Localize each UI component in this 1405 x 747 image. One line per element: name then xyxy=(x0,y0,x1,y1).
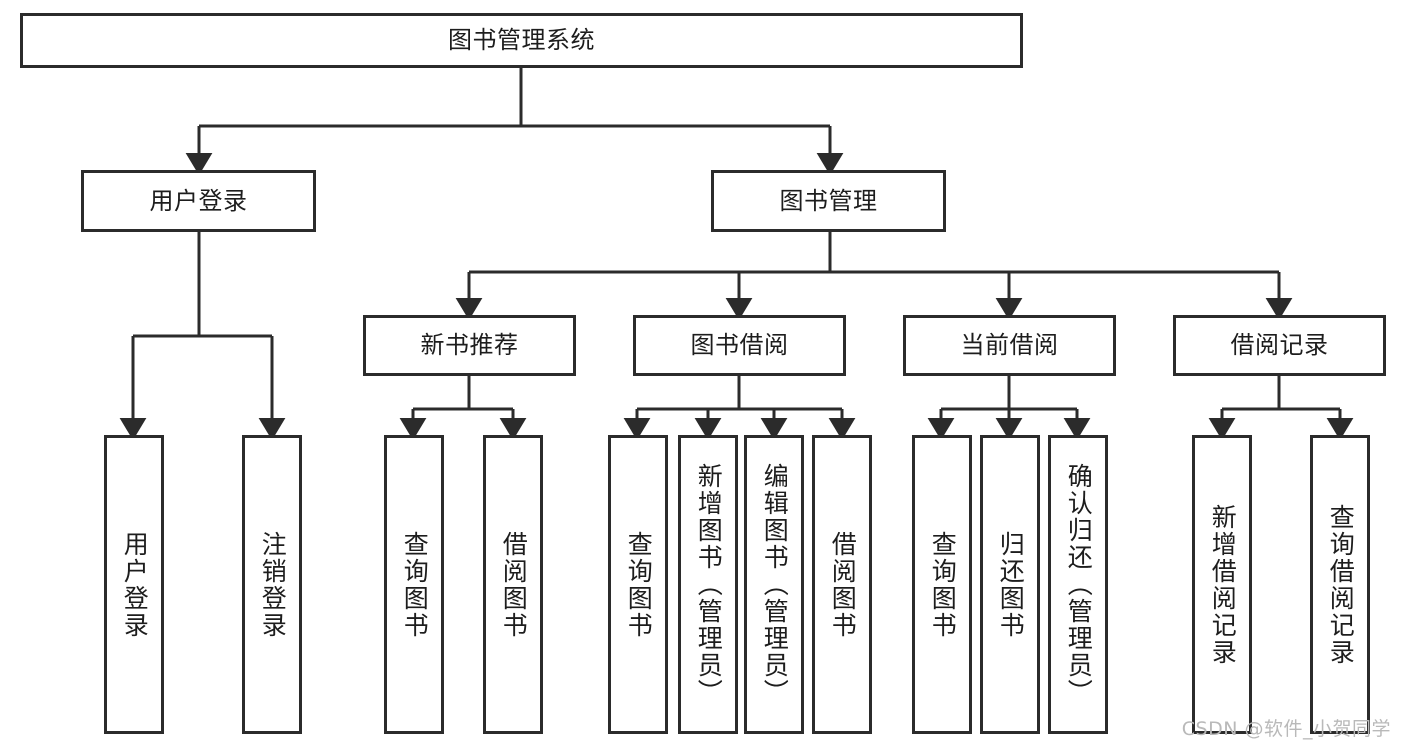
leaf-confirm-return-admin-label: 确认归还（管理员） xyxy=(1064,463,1094,706)
node-user-login-label: 用户登录 xyxy=(149,186,248,215)
leaf-add-book-admin[interactable]: 新增图书（管理员） xyxy=(678,435,738,734)
node-borrow-record[interactable]: 借阅记录 xyxy=(1173,315,1386,376)
leaf-add-borrow-record-label: 新增借阅记录 xyxy=(1208,503,1238,666)
leaf-edit-book-admin[interactable]: 编辑图书（管理员） xyxy=(744,435,804,734)
leaf-confirm-return-admin[interactable]: 确认归还（管理员） xyxy=(1048,435,1108,734)
leaf-add-book-admin-label: 新增图书（管理员） xyxy=(694,463,724,706)
leaf-user-login-label: 用户登录 xyxy=(120,530,150,639)
node-root[interactable]: 图书管理系统 xyxy=(20,13,1023,68)
leaf-query-book-current[interactable]: 查询图书 xyxy=(912,435,972,734)
leaf-query-book-borrow-label: 查询图书 xyxy=(624,530,654,639)
node-borrow-record-label: 借阅记录 xyxy=(1230,331,1329,360)
node-user-login[interactable]: 用户登录 xyxy=(81,170,316,232)
watermark: CSDN @软件_小贺同学 xyxy=(1181,718,1391,740)
leaf-edit-book-admin-label: 编辑图书（管理员） xyxy=(760,463,790,706)
leaf-query-borrow-record-label: 查询借阅记录 xyxy=(1326,503,1356,666)
leaf-query-book-recommend[interactable]: 查询图书 xyxy=(384,435,444,734)
node-root-label: 图书管理系统 xyxy=(448,26,595,55)
leaf-logout-label: 注销登录 xyxy=(258,530,288,639)
leaf-query-book-borrow[interactable]: 查询图书 xyxy=(608,435,668,734)
node-current-borrow[interactable]: 当前借阅 xyxy=(903,315,1116,376)
node-current-borrow-label: 当前借阅 xyxy=(960,331,1059,360)
leaf-borrow-book-label: 借阅图书 xyxy=(828,530,858,639)
leaf-return-book-label: 归还图书 xyxy=(996,530,1026,639)
leaf-add-borrow-record[interactable]: 新增借阅记录 xyxy=(1192,435,1252,734)
node-new-book-recommend[interactable]: 新书推荐 xyxy=(363,315,576,376)
node-book-management[interactable]: 图书管理 xyxy=(711,170,946,232)
leaf-return-book[interactable]: 归还图书 xyxy=(980,435,1040,734)
leaf-query-book-recommend-label: 查询图书 xyxy=(400,530,430,639)
node-book-borrow[interactable]: 图书借阅 xyxy=(633,315,846,376)
node-book-management-label: 图书管理 xyxy=(779,186,878,215)
leaf-logout[interactable]: 注销登录 xyxy=(242,435,302,734)
leaf-borrow-book-recommend[interactable]: 借阅图书 xyxy=(483,435,543,734)
leaf-borrow-book[interactable]: 借阅图书 xyxy=(812,435,872,734)
node-book-borrow-label: 图书借阅 xyxy=(690,331,789,360)
leaf-borrow-book-recommend-label: 借阅图书 xyxy=(499,530,529,639)
leaf-query-borrow-record[interactable]: 查询借阅记录 xyxy=(1310,435,1370,734)
leaf-user-login[interactable]: 用户登录 xyxy=(104,435,164,734)
leaf-query-book-current-label: 查询图书 xyxy=(928,530,958,639)
node-new-book-recommend-label: 新书推荐 xyxy=(420,331,519,360)
